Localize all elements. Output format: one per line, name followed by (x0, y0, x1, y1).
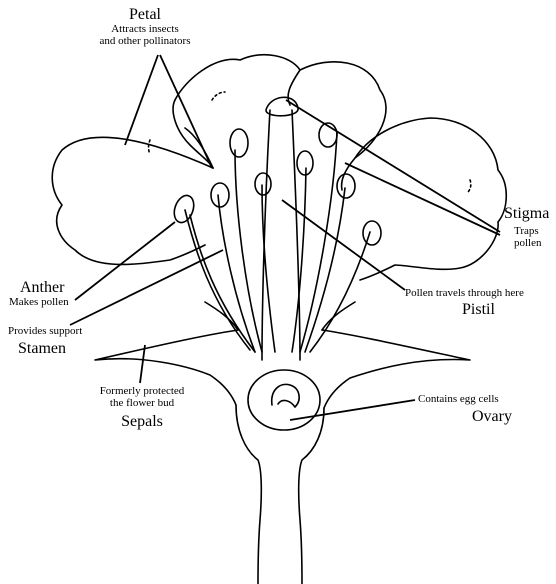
petals (52, 55, 506, 280)
petal-leader-right (160, 55, 212, 168)
pistil-shape (262, 97, 300, 360)
sepals-label: Sepals (82, 413, 202, 431)
sepals-desc: Formerly protected the flower bud (82, 385, 202, 409)
stamen-desc: Provides support (8, 325, 82, 337)
ovary-leader (290, 400, 415, 420)
anther-desc: Makes pollen (9, 296, 69, 308)
leader-lines (70, 55, 500, 420)
stigma-leader (286, 100, 500, 232)
pistil-desc: Pollen travels through here (405, 287, 524, 299)
stigma-desc: Traps pollen (514, 225, 542, 249)
stamen-label: Stamen (18, 340, 66, 358)
petal-leader-left (125, 55, 158, 145)
ovary-shape (248, 370, 320, 430)
anther-label: Anther (20, 279, 64, 297)
petal-label: Petal (105, 6, 185, 24)
ovary-desc: Contains egg cells (418, 393, 499, 405)
stem (236, 405, 324, 584)
stigma-label: Stigma (504, 205, 549, 223)
pistil-label: Pistil (462, 301, 495, 319)
ovary-label: Ovary (472, 408, 512, 426)
sepals-leader (140, 345, 145, 383)
petal-desc: Attracts insects and other pollinators (80, 23, 210, 47)
stigma-leader-petal (345, 163, 500, 235)
